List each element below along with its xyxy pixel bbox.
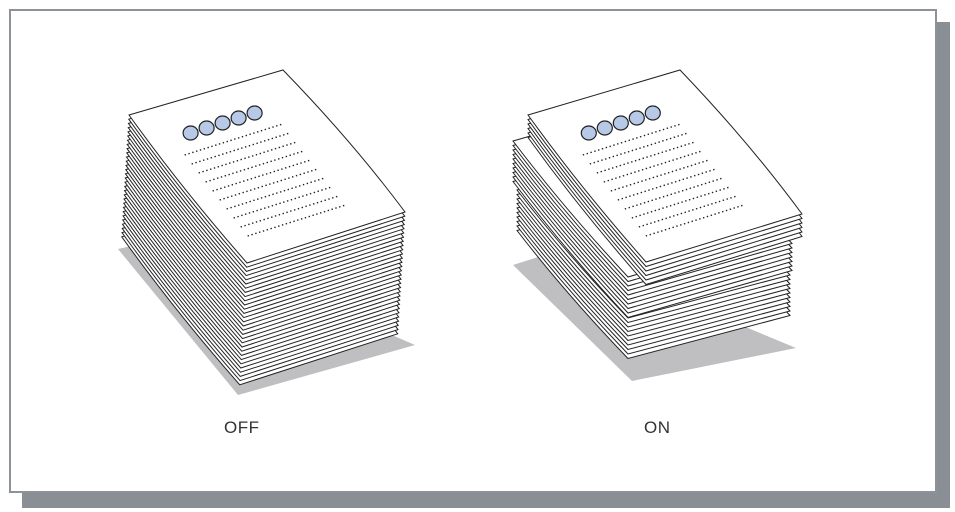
punch-hole [231,111,246,125]
off-label: OFF [224,418,260,438]
punch-hole [613,116,628,130]
punch-hole [215,116,230,130]
punch-hole [247,106,262,120]
punch-hole [645,106,660,120]
punch-hole [183,126,198,140]
punch-hole [581,126,596,140]
paper-stack-on-icon [513,70,802,381]
punch-hole [597,121,612,135]
paper-stack-off-icon [118,70,415,395]
punch-hole [199,121,214,135]
punch-hole [629,111,644,125]
on-label: ON [644,418,671,438]
